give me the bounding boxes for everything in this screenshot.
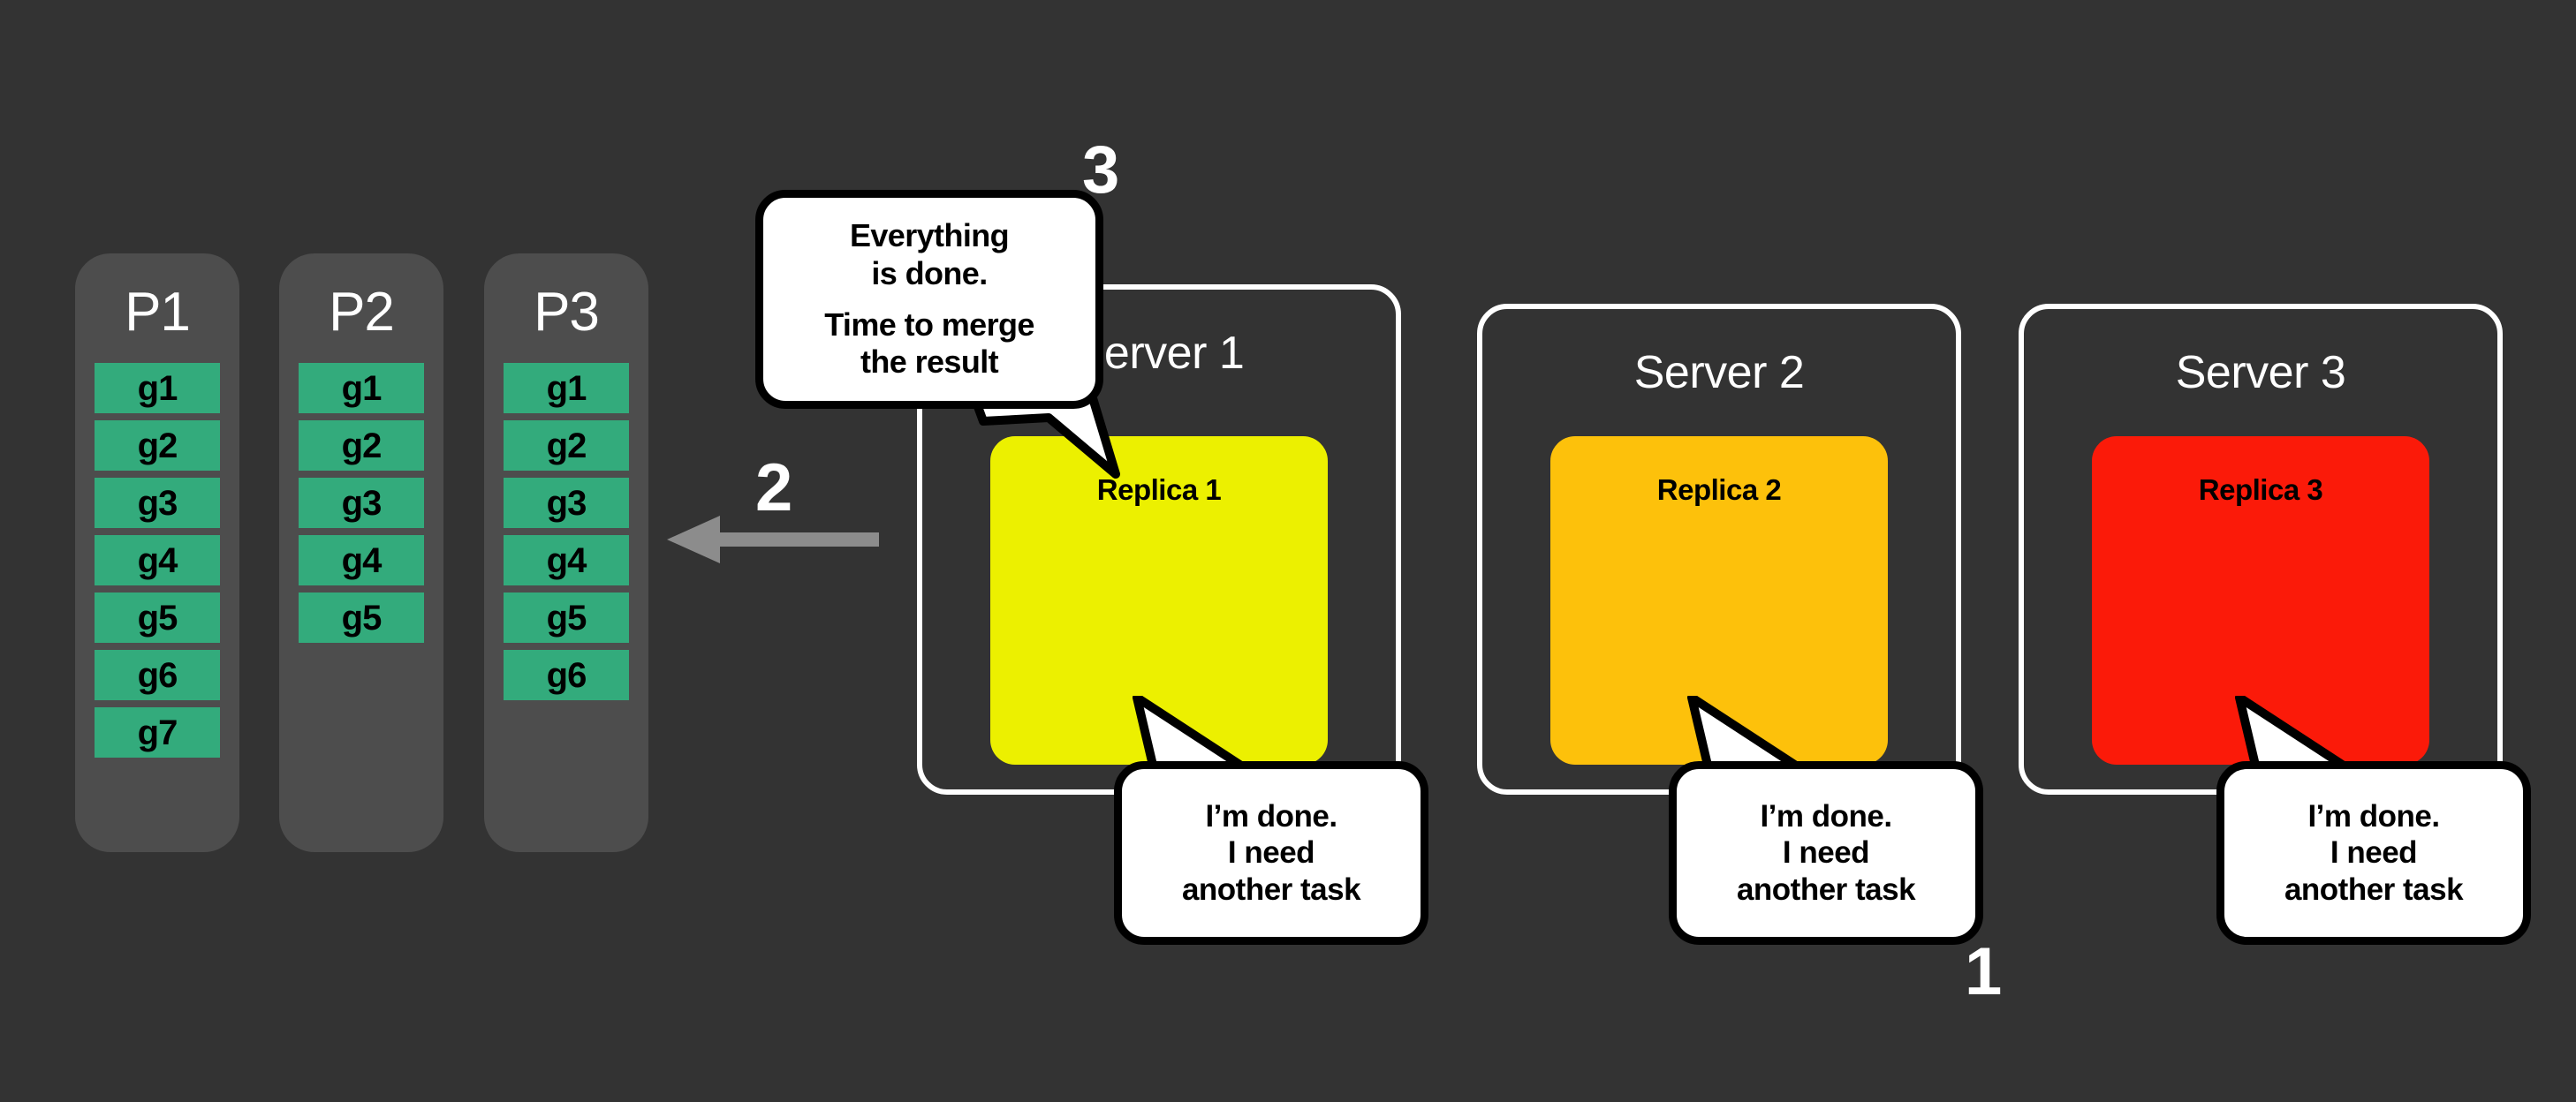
speech-bubble-merge-body: Everything is done. Time to merge the re… bbox=[755, 190, 1103, 409]
bubble-text-line: Everything bbox=[849, 217, 1010, 254]
speech-bubble-done-2-body: I’m done. I need another task bbox=[1669, 761, 1983, 945]
step-number-two: 2 bbox=[755, 450, 792, 525]
speech-bubble-done-1: I’m done. I need another task bbox=[1114, 696, 1467, 982]
bubble-text-line: I’m done. bbox=[2307, 799, 2440, 834]
group-list: g1 g2 g3 g4 g5 g6 bbox=[484, 363, 648, 700]
group-list: g1 g2 g3 g4 g5 g6 g7 bbox=[75, 363, 239, 758]
partition-column-p2: P2 g1 g2 g3 g4 g5 bbox=[279, 253, 443, 852]
group-block: g3 bbox=[299, 478, 424, 528]
replica-label: Replica 2 bbox=[1656, 473, 1782, 506]
merge-arrow bbox=[667, 516, 879, 563]
bubble-text-line: another task bbox=[1181, 872, 1361, 907]
speech-bubble-done-1-body: I’m done. I need another task bbox=[1114, 761, 1428, 945]
server-title: Server 2 bbox=[1633, 347, 1805, 398]
bubble-text-line: another task bbox=[1736, 872, 1916, 907]
bubble-text-line: is done. bbox=[871, 254, 988, 291]
group-block: g5 bbox=[95, 593, 220, 643]
bubble-text-line: another task bbox=[2284, 872, 2464, 907]
partition-title: P2 bbox=[329, 282, 395, 343]
step-number-three: 3 bbox=[1082, 132, 1119, 208]
group-block: g7 bbox=[95, 707, 220, 758]
speech-bubble-merge: Everything is done. Time to merge the re… bbox=[755, 190, 1126, 517]
group-block: g5 bbox=[299, 593, 424, 643]
partition-title: P1 bbox=[125, 282, 191, 343]
bubble-text-line: I need bbox=[1227, 835, 1315, 871]
bubble-text-line: I’m done. bbox=[1205, 799, 1337, 834]
group-block: g6 bbox=[95, 650, 220, 700]
partition-column-p3: P3 g1 g2 g3 g4 g5 g6 bbox=[484, 253, 648, 852]
group-block: g3 bbox=[504, 478, 629, 528]
group-block: g6 bbox=[504, 650, 629, 700]
partition-title: P3 bbox=[534, 282, 600, 343]
step-number-one: 1 bbox=[1965, 934, 2002, 1009]
group-block: g2 bbox=[299, 420, 424, 471]
speech-bubble-done-3-body: I’m done. I need another task bbox=[2216, 761, 2531, 945]
group-block: g2 bbox=[95, 420, 220, 471]
speech-bubble-done-2: I’m done. I need another task bbox=[1669, 696, 2022, 982]
replica-label: Replica 3 bbox=[2198, 473, 2323, 506]
bubble-text-line: I need bbox=[2330, 835, 2418, 871]
group-list: g1 g2 g3 g4 g5 bbox=[279, 363, 443, 643]
group-block: g5 bbox=[504, 593, 629, 643]
group-block: g1 bbox=[299, 363, 424, 413]
partition-column-p1: P1 g1 g2 g3 g4 g5 g6 g7 bbox=[75, 253, 239, 852]
server-title: Server 3 bbox=[2175, 347, 2346, 398]
group-block: g2 bbox=[504, 420, 629, 471]
group-block: g1 bbox=[95, 363, 220, 413]
group-block: g3 bbox=[95, 478, 220, 528]
group-block: g4 bbox=[95, 535, 220, 585]
speech-bubble-done-3: I’m done. I need another task bbox=[2216, 696, 2570, 982]
bubble-text-line: I’m done. bbox=[1760, 799, 1892, 834]
replica-box-2: Replica 2 bbox=[1550, 436, 1888, 765]
bubble-text-line: the result bbox=[860, 343, 999, 381]
group-block: g1 bbox=[504, 363, 629, 413]
group-block: g4 bbox=[504, 535, 629, 585]
bubble-text-line: Time to merge bbox=[824, 306, 1034, 343]
bubble-text-line: I need bbox=[1782, 835, 1870, 871]
replica-label: Replica 1 bbox=[1096, 473, 1222, 506]
group-block: g4 bbox=[299, 535, 424, 585]
